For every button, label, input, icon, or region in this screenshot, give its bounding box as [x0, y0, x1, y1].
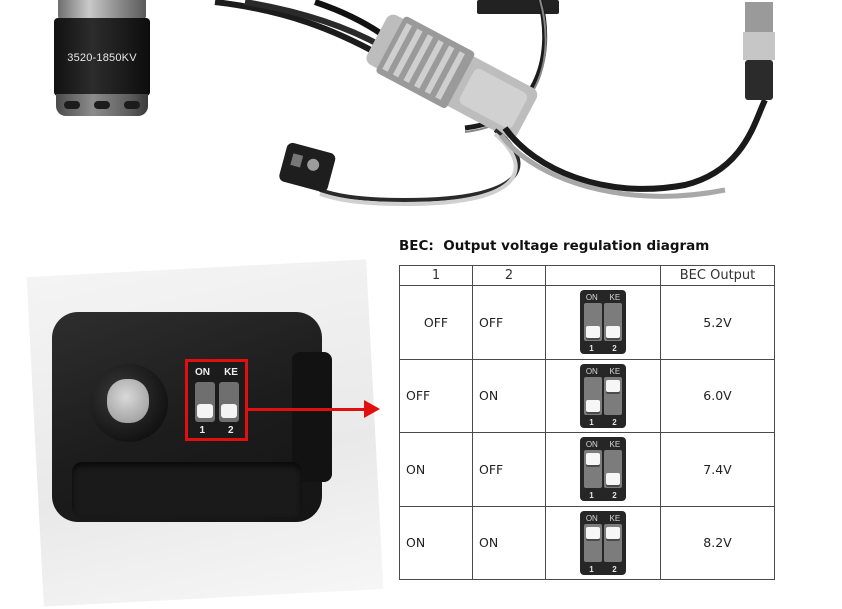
push-button — [107, 379, 149, 423]
photo-dip-on-label: ON — [195, 367, 211, 378]
dip-slot-2 — [604, 450, 622, 489]
motor-can — [54, 18, 150, 96]
dip-diagram-cell: ON KE 1 2 — [545, 285, 661, 360]
dip-slot-1 — [584, 376, 602, 415]
photo-dip-numbers: 1 2 — [188, 425, 245, 436]
dip-switch-icon: ON KE 1 2 — [580, 437, 626, 502]
dip-number-2: 2 — [612, 417, 617, 427]
table-row: OFF ON ON KE 1 2 6.0V — [399, 358, 775, 433]
dip-slot-2 — [604, 523, 622, 562]
photo-dip-number-2: 2 — [227, 425, 234, 436]
dip-knob-2-off — [606, 326, 620, 339]
dip-on-label: ON — [585, 293, 598, 303]
dip-ke-label: KE — [609, 366, 621, 376]
dip-number-2: 2 — [612, 344, 617, 354]
switch2-state: OFF — [472, 432, 546, 507]
motor-label: 3520-1850KV — [67, 52, 137, 64]
switch1-state: OFF — [399, 285, 473, 360]
photo-dip-slot-2 — [219, 382, 239, 422]
vent-hole — [64, 101, 80, 109]
dip-diagram-cell: ON KE 1 2 — [545, 505, 661, 580]
bec-output-value: 7.4V — [660, 432, 775, 507]
dip-slot-2 — [604, 303, 622, 342]
red-arrow-line — [248, 408, 370, 411]
photo-dip-knob-1 — [197, 404, 213, 418]
push-button-housing — [90, 364, 168, 442]
dip-number-2: 2 — [612, 491, 617, 501]
dip-knob-2-on — [606, 526, 620, 539]
photo-dip-knob-2 — [221, 404, 237, 418]
dip-knob-1-on — [586, 453, 600, 466]
table-row: ON OFF ON KE 1 2 7.4V — [399, 432, 775, 507]
dip-knob-1-off — [586, 399, 600, 412]
switch2-state: ON — [472, 505, 546, 580]
dip-knob-2-on — [606, 379, 620, 392]
dip-number-1: 1 — [589, 491, 594, 501]
motor-photo: 3520-1850KV — [52, 0, 152, 124]
dip-knob-1-off — [586, 326, 600, 339]
table-row: ON ON ON KE 1 2 8.2V — [399, 505, 775, 580]
dip-switch-icon: ON KE 1 2 — [580, 290, 626, 355]
header-switch-1: 1 — [399, 265, 473, 286]
dip-slot-2 — [604, 376, 622, 415]
dip-slot-1 — [584, 303, 602, 342]
dip-number-2: 2 — [612, 564, 617, 574]
dip-switch-icon: ON KE 1 2 — [580, 510, 626, 575]
dip-diagram-cell: ON KE 1 2 — [545, 432, 661, 507]
switch1-state: ON — [399, 505, 473, 580]
dip-ke-label: KE — [609, 513, 621, 523]
dip-number-1: 1 — [589, 344, 594, 354]
switch-module-lip — [72, 462, 302, 517]
photo-dip-switch-highlight: ON KE 1 2 — [185, 359, 248, 441]
photo-dip-ke-label: KE — [224, 367, 238, 378]
dip-on-label: ON — [585, 440, 598, 450]
motor-top-ring — [58, 0, 146, 20]
dip-diagram-cell: ON KE 1 2 — [545, 358, 661, 433]
photo-dip-slot-1 — [195, 382, 215, 422]
vent-hole — [94, 101, 110, 109]
dip-slot-1 — [584, 523, 602, 562]
switch1-state: ON — [399, 432, 473, 507]
photo-dip-header: ON KE — [188, 367, 245, 378]
dip-switch-icon: ON KE 1 2 — [580, 363, 626, 428]
switch-module-side — [292, 352, 332, 482]
motor-base — [56, 94, 148, 116]
table-header-row: 1 2 BEC Output — [399, 265, 775, 286]
switch1-state: OFF — [399, 358, 473, 433]
dip-ke-label: KE — [609, 440, 621, 450]
diagram-title: BEC: Output voltage regulation diagram — [399, 238, 710, 254]
dip-knob-1-on — [586, 526, 600, 539]
bec-output-value: 8.2V — [660, 505, 775, 580]
dip-number-1: 1 — [589, 564, 594, 574]
red-arrow-head-icon — [364, 400, 380, 418]
dip-number-1: 1 — [589, 417, 594, 427]
switch2-state: OFF — [472, 285, 546, 360]
header-diagram — [545, 265, 661, 286]
vent-hole — [124, 101, 140, 109]
table-row: OFF OFF ON KE 1 2 5.2V — [399, 285, 775, 360]
photo-dip-number-1: 1 — [199, 425, 206, 436]
header-switch-2: 2 — [472, 265, 546, 286]
bec-output-value: 6.0V — [660, 358, 775, 433]
dip-slot-1 — [584, 450, 602, 489]
esc-photo — [214, 0, 775, 207]
bec-output-value: 5.2V — [660, 285, 775, 360]
switch2-state: ON — [472, 358, 546, 433]
dip-ke-label: KE — [609, 293, 621, 303]
header-bec-output: BEC Output — [660, 265, 775, 286]
dip-on-label: ON — [585, 513, 598, 523]
dip-on-label: ON — [585, 366, 598, 376]
dip-knob-2-off — [606, 473, 620, 486]
